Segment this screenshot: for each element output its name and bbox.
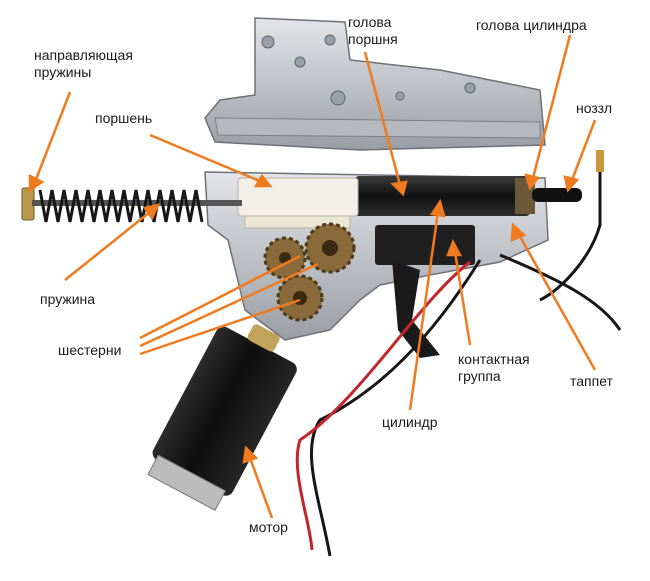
arrow-contact-group bbox=[446, 239, 472, 346]
label-contact-group: контактная группа bbox=[458, 351, 530, 384]
label-gears: шестерни bbox=[58, 342, 122, 358]
label-cylinder-head: голова цилиндра bbox=[476, 17, 587, 33]
label-piston: поршень bbox=[95, 110, 153, 126]
arrow-piston-head bbox=[363, 51, 408, 197]
arrow-gears bbox=[139, 254, 319, 356]
label-cylinder: цилиндр bbox=[382, 414, 438, 430]
arrow-tappet bbox=[510, 222, 597, 371]
motor bbox=[147, 324, 297, 511]
spring bbox=[38, 189, 204, 223]
pointer-arrows bbox=[28, 34, 597, 519]
arrow-piston bbox=[149, 133, 273, 188]
wires bbox=[295, 150, 622, 557]
label-piston-head: голова поршня bbox=[348, 14, 398, 47]
arrow-cylinder bbox=[408, 199, 446, 411]
upper-shell bbox=[204, 17, 546, 151]
arrow-motor bbox=[242, 445, 274, 519]
arrow-nozzle bbox=[563, 119, 597, 193]
arrow-spring-guide bbox=[28, 91, 72, 193]
label-tappet: таппет bbox=[570, 373, 613, 389]
label-nozzle: ноззл bbox=[576, 100, 613, 116]
arrow-spring bbox=[64, 203, 161, 281]
label-motor: мотор bbox=[249, 519, 288, 535]
arrow-cylinder-head bbox=[524, 34, 572, 191]
cylinder bbox=[355, 176, 582, 216]
label-spring: пружина bbox=[40, 291, 96, 307]
label-spring-guide: направляющая пружины bbox=[34, 47, 133, 80]
